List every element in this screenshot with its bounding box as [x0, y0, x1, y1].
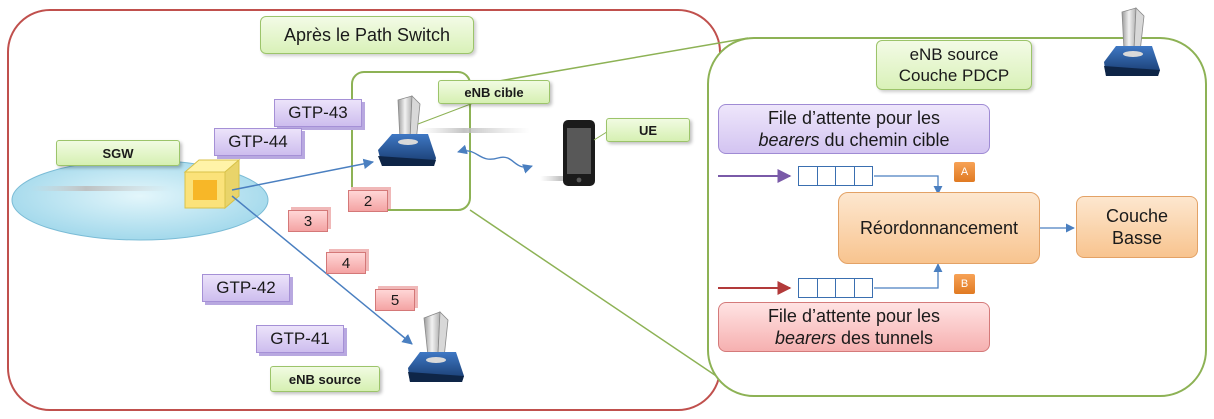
zoom-line-top [469, 37, 749, 87]
queue-cible-line1: File d’attente pour les [767, 108, 941, 128]
queue-cible-line2: bearers du chemin cible [758, 129, 949, 151]
queue-b-slot [855, 279, 873, 297]
zoom-line-bottom [469, 209, 741, 393]
sgw-cube-icon [183, 158, 241, 210]
queue-tunnels-bearers: bearers [774, 328, 836, 348]
queue-a-slot [836, 167, 855, 185]
reorder-block: Réordonnancement [838, 192, 1040, 264]
tag-b: B [954, 274, 975, 294]
ue-label: UE [606, 118, 690, 142]
page-title: Après le Path Switch [260, 16, 474, 54]
enb-source-icon [408, 311, 464, 382]
queue-a-slot [818, 167, 836, 185]
queue-a-slot [855, 167, 873, 185]
queue-cible-bearers: bearers [758, 130, 820, 150]
packet-4: 4 [326, 252, 366, 274]
sgw-shadow [30, 186, 170, 191]
pdcp-header-line1: eNB source [909, 45, 999, 64]
queue-tunnels-rest: des tunnels [835, 328, 934, 348]
enb-cible-label-line [417, 101, 477, 125]
ue-radio-link [457, 144, 533, 174]
gtp-41-label: GTP-41 [256, 325, 344, 353]
couche-basse-block: Couche Basse [1076, 196, 1198, 258]
queue-b-to-reorder [874, 263, 943, 289]
queue-b-slot [818, 279, 836, 297]
gtp-42-label: GTP-42 [202, 274, 290, 302]
packet-2: 2 [348, 190, 388, 212]
tag-a: A [954, 162, 975, 182]
queue-b-slot [799, 279, 818, 297]
ue-phone-icon [540, 120, 595, 186]
queue-b-slot [836, 279, 855, 297]
queue-tunnels-line1: File d’attente pour les [767, 306, 941, 326]
queue-tunnels-box: File d’attente pour les bearers des tunn… [718, 302, 990, 352]
packet-5: 5 [375, 289, 415, 311]
packet-3: 3 [288, 210, 328, 232]
pdcp-header-label: eNB source Couche PDCP [876, 40, 1032, 90]
gtp-44-label: GTP-44 [214, 128, 302, 156]
enb-cible-label: eNB cible [438, 80, 550, 104]
queue-tunnels-line2: bearers des tunnels [775, 327, 933, 349]
queue-cible-rest: du chemin cible [819, 130, 950, 150]
sgw-to-enb-cible-link [231, 158, 375, 191]
queue-a-buffer [798, 166, 873, 186]
gtp-43-label: GTP-43 [274, 99, 362, 127]
queue-a-to-reorder [874, 175, 943, 195]
queue-cible-box: File d’attente pour les bearers du chemi… [718, 104, 990, 154]
enb-cible-box [351, 71, 471, 211]
enb-cible-icon [378, 95, 530, 166]
couche-basse-line1: Couche [1105, 206, 1169, 226]
pdcp-header-line2: Couche PDCP [898, 66, 1010, 85]
sgw-to-enb-source-link [231, 195, 413, 345]
enb-zoom-icon [1104, 7, 1160, 76]
couche-basse-line2: Basse [1111, 228, 1163, 248]
enb-source-label: eNB source [270, 366, 380, 392]
queue-b-buffer [798, 278, 873, 298]
queue-a-slot [799, 167, 818, 185]
sgw-label: SGW [56, 140, 180, 166]
